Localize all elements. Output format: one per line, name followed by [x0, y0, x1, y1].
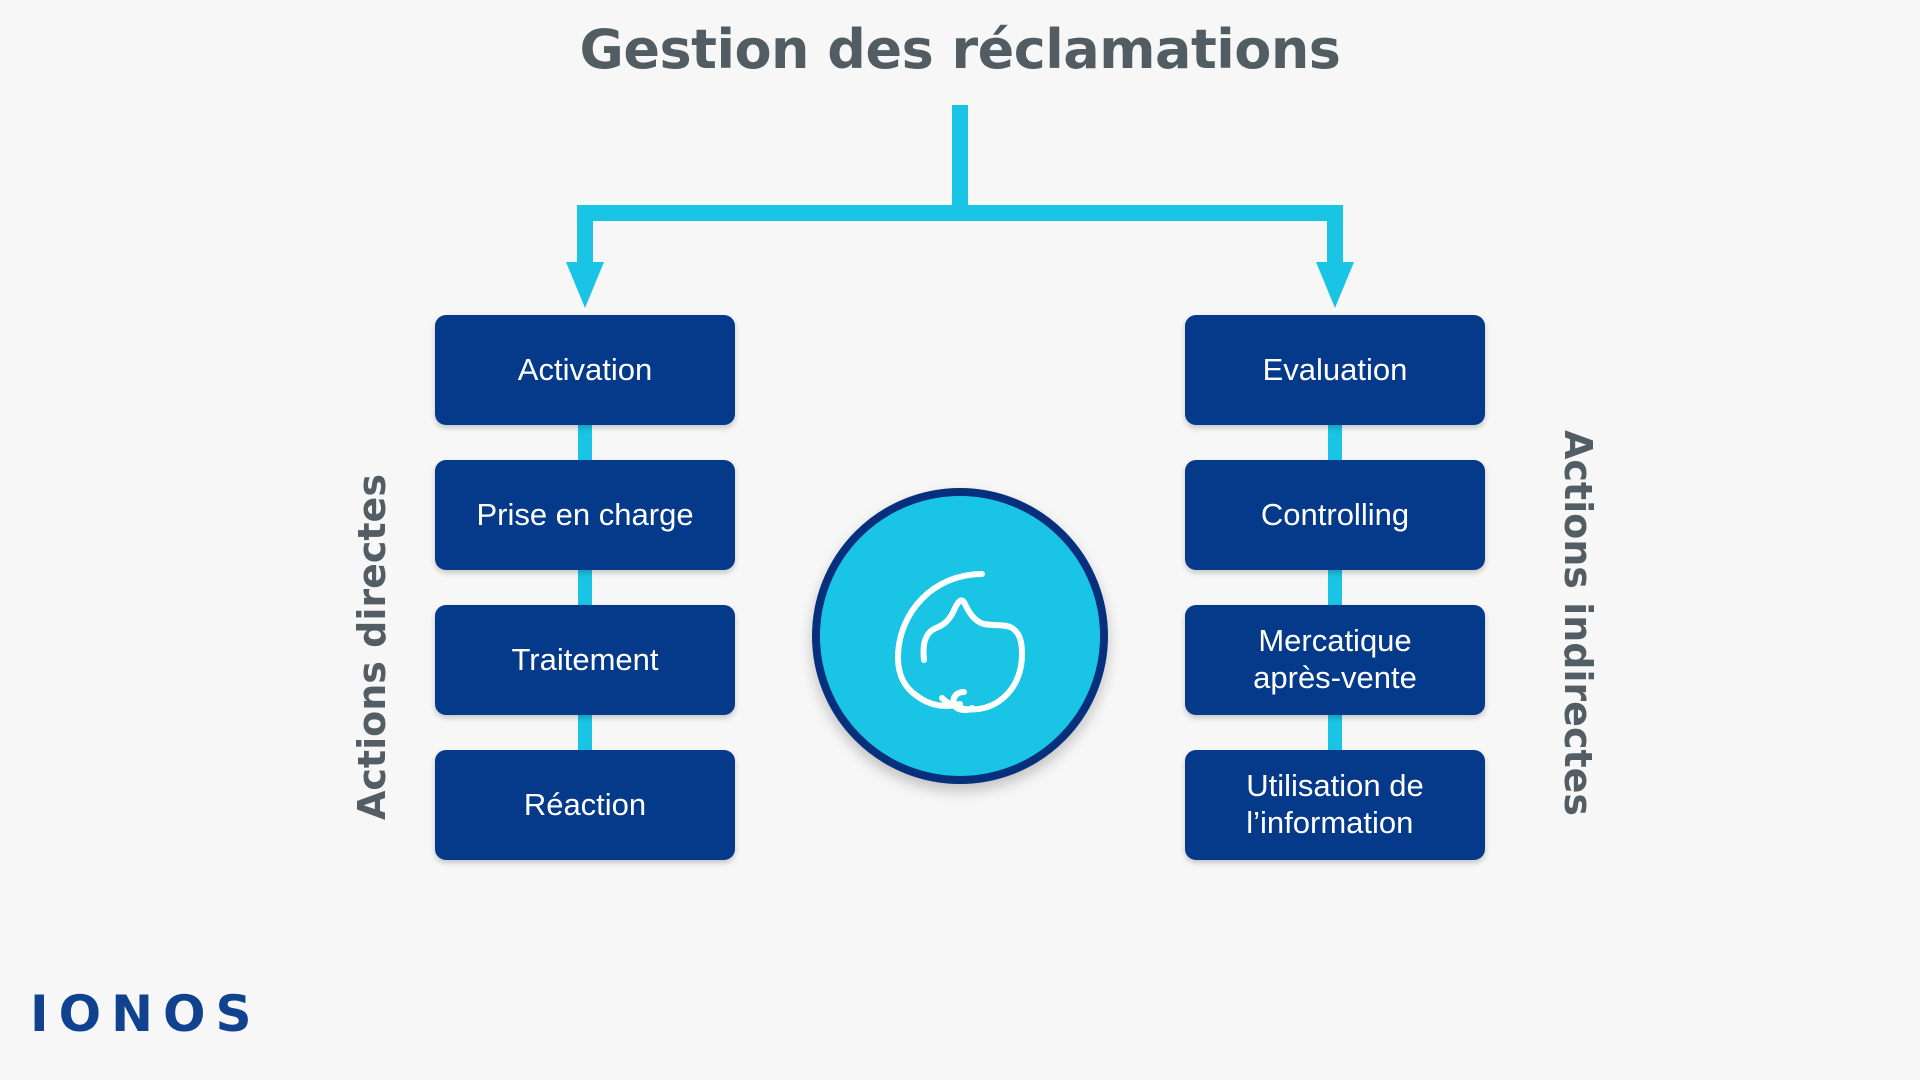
headset-support-icon	[812, 488, 1108, 784]
process-box-label: Evaluation	[1262, 351, 1408, 387]
process-box-label: Réaction	[523, 786, 647, 822]
process-box-label: Controlling	[1260, 496, 1410, 532]
connector-left-branch-shaft	[577, 205, 593, 269]
process-box-activation[interactable]: Activation	[435, 315, 735, 425]
connector-root-stem	[952, 105, 968, 213]
process-box-label: Utilisation de l’information	[1246, 768, 1424, 840]
connector-right-branch-shaft	[1327, 205, 1343, 269]
process-box-label: Traitement	[511, 641, 659, 677]
process-box-label: Prise en charge	[476, 496, 694, 532]
page-title: Gestion des réclamations	[579, 18, 1341, 81]
process-box-prise-en-charge[interactable]: Prise en charge	[435, 460, 735, 570]
ionos-logo: IONOS	[30, 985, 262, 1043]
side-label-actions-directes: Actions directes	[350, 474, 394, 820]
process-box-reaction[interactable]: Réaction	[435, 750, 735, 860]
process-box-traitement[interactable]: Traitement	[435, 605, 735, 715]
process-box-label: Mercatique après-vente	[1253, 623, 1417, 695]
process-box-mercatique-apres-vente[interactable]: Mercatique après-vente	[1185, 605, 1485, 715]
process-box-label: Activation	[517, 351, 653, 387]
side-label-actions-indirectes: Actions indirectes	[1556, 430, 1600, 817]
connector-right-branch-arrowhead	[1316, 262, 1354, 308]
process-box-controlling[interactable]: Controlling	[1185, 460, 1485, 570]
process-box-utilisation-information[interactable]: Utilisation de l’information	[1185, 750, 1485, 860]
process-box-evaluation[interactable]: Evaluation	[1185, 315, 1485, 425]
connector-left-branch-arrowhead	[566, 262, 604, 308]
connector-horizontal-bar	[577, 205, 1343, 221]
